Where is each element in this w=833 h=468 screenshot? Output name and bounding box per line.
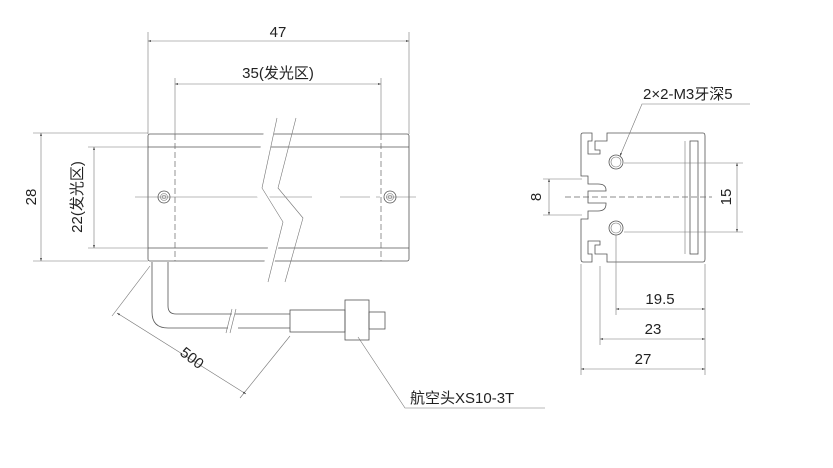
dim-inner-width: 23 (645, 321, 662, 338)
dim-slot-width: 8 (528, 193, 545, 201)
housing-outline (147, 133, 410, 262)
dim-total-length: 47 (270, 24, 287, 41)
screw-icon (383, 190, 397, 204)
profile-outline (580, 132, 706, 263)
screw-icon (157, 190, 171, 204)
dim-emitting-length: 35(发光区) (242, 65, 314, 82)
thread-label: 2×2-M3牙深5 (643, 86, 733, 103)
dim-total-height: 28 (23, 189, 40, 206)
connector-label: 航空头XS10-3T (410, 390, 514, 407)
dim-total-width: 27 (635, 351, 652, 368)
aviation-connector (289, 299, 386, 341)
dim-cable-length: 500 (177, 344, 207, 373)
threaded-hole-icon (608, 154, 624, 170)
dim-emitting-height: 22(发光区) (69, 161, 86, 233)
front-view: 47 35(发光区) 28 22(发光区) 500 航空头XS10-3T (23, 24, 545, 409)
dim-hole-spacing: 15 (718, 189, 735, 206)
threaded-hole-icon (608, 220, 624, 236)
side-view: 8 15 19.5 23 27 2×2-M3牙深5 (528, 86, 750, 375)
dim-hole-offset: 19.5 (645, 291, 674, 308)
